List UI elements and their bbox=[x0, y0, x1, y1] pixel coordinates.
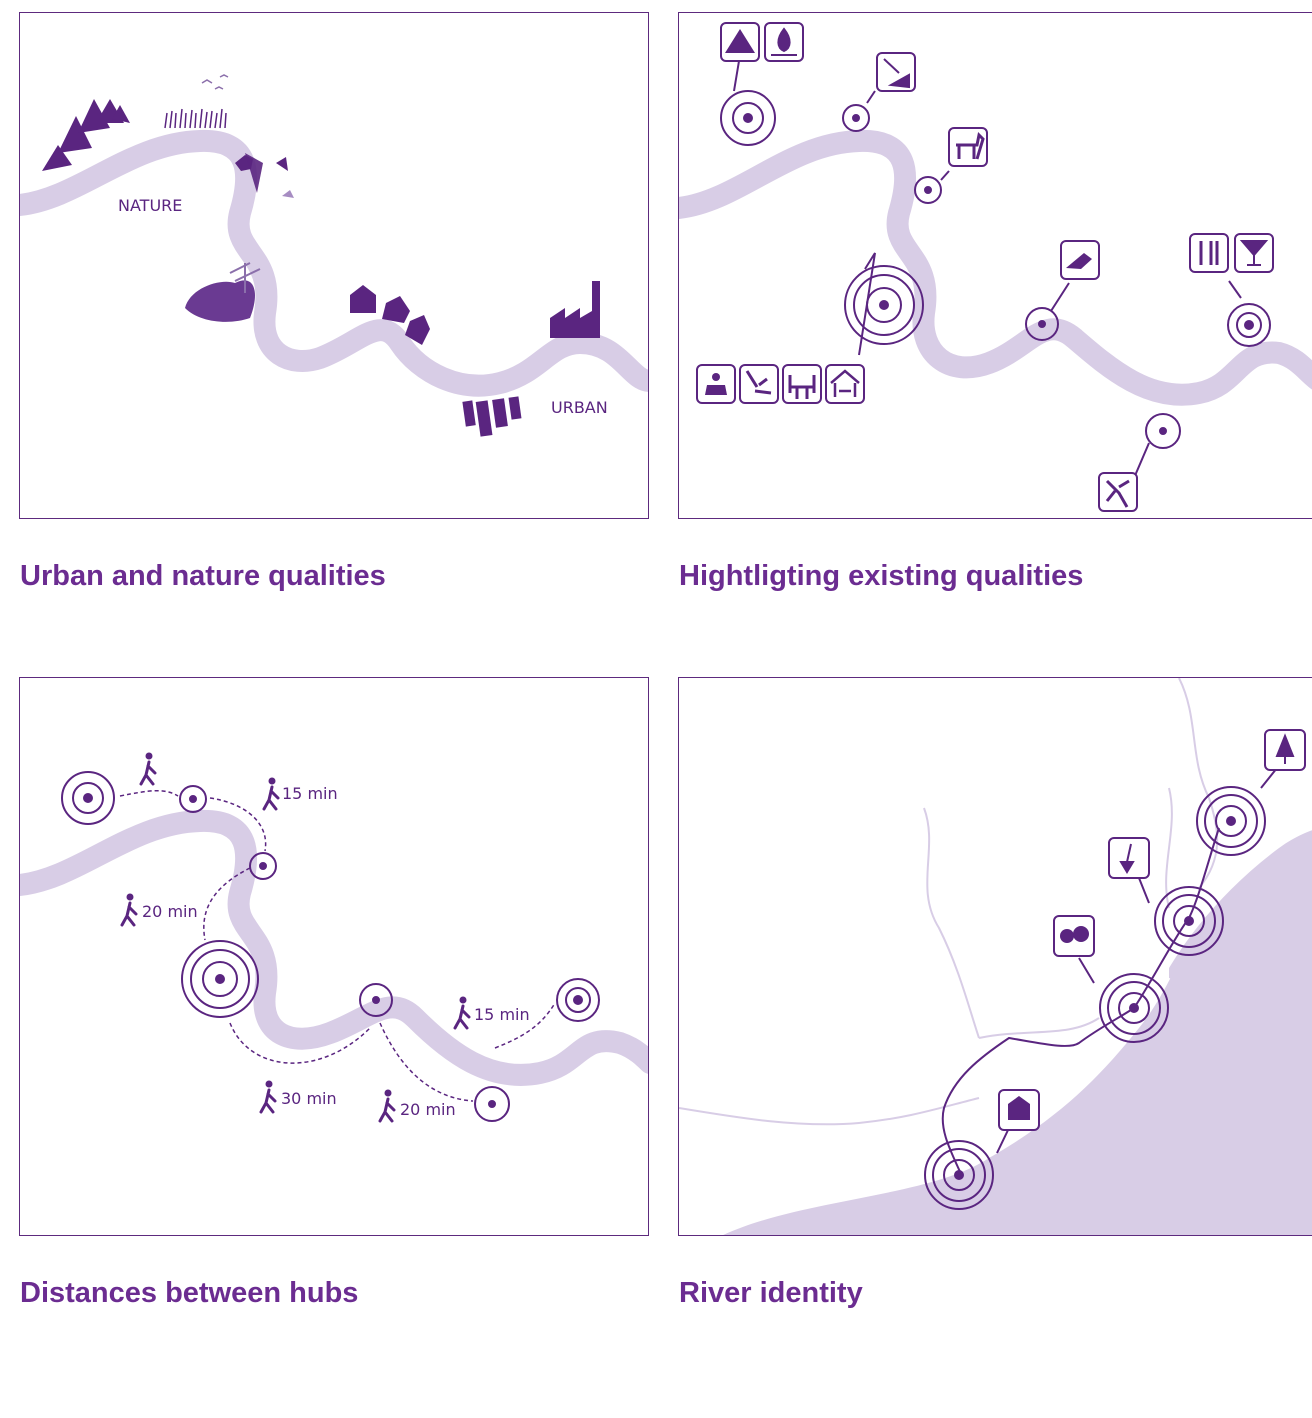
wildlife-icon bbox=[235, 153, 294, 198]
hub-large-icon bbox=[1099, 973, 1169, 1043]
nature-label: NATURE bbox=[118, 196, 182, 215]
cutlery-icon bbox=[1189, 233, 1229, 273]
cafe-table-icon bbox=[782, 364, 822, 404]
walking-person-icon bbox=[120, 893, 138, 927]
dancing-icon bbox=[1098, 472, 1138, 512]
river bbox=[20, 129, 648, 397]
caption-river-identity: River identity bbox=[679, 1277, 863, 1309]
hub-main-icon bbox=[844, 265, 924, 345]
city-buildings-icon bbox=[462, 396, 522, 437]
walking-person-icon bbox=[262, 777, 280, 811]
hub-small-icon bbox=[359, 983, 393, 1017]
sunbathing-icon bbox=[1060, 240, 1100, 280]
distances-map: 15 min 20 min 15 min 30 min 20 min bbox=[20, 752, 648, 1123]
hub-small-icon bbox=[474, 1086, 510, 1122]
river bbox=[20, 809, 648, 1086]
walk-time-label: 20 min bbox=[400, 1100, 456, 1119]
walking-person-icon bbox=[139, 752, 157, 786]
walk-time-label: 20 min bbox=[142, 902, 198, 921]
river-identity-map bbox=[679, 678, 1312, 1235]
hub-large-icon bbox=[1154, 886, 1224, 956]
panel-existing-qualities bbox=[678, 12, 1312, 519]
reading-icon bbox=[696, 364, 736, 404]
caption-existing-qualities: Hightligting existing qualities bbox=[679, 560, 1084, 592]
swing-icon bbox=[739, 364, 779, 404]
panel-urban-nature: NATURE URBAN bbox=[19, 12, 649, 519]
picnic-shelter-icon bbox=[825, 364, 865, 404]
deer-icon bbox=[948, 127, 988, 167]
vineyard-icon bbox=[185, 262, 261, 322]
hub-large-icon bbox=[1196, 786, 1266, 856]
hub-large-icon bbox=[720, 90, 776, 146]
walking-person-icon bbox=[259, 1080, 277, 1114]
house-icon bbox=[998, 1089, 1040, 1131]
hub-small-icon bbox=[249, 852, 277, 880]
walk-time-label: 30 min bbox=[281, 1089, 337, 1108]
hub-medium-icon bbox=[1227, 303, 1271, 347]
houses-icon bbox=[350, 285, 430, 345]
hub-medium-icon bbox=[61, 771, 115, 825]
birds-icon bbox=[201, 74, 229, 90]
factory-icon bbox=[550, 281, 600, 338]
panel-distances: 15 min 20 min 15 min 30 min 20 min bbox=[19, 677, 649, 1236]
hub-small-icon bbox=[1025, 307, 1059, 341]
tree-icon bbox=[1264, 729, 1306, 771]
hub-large-icon bbox=[924, 1140, 994, 1210]
caption-urban-nature: Urban and nature qualities bbox=[20, 560, 386, 592]
hub-main-icon bbox=[181, 940, 259, 1018]
caption-distances: Distances between hubs bbox=[20, 1277, 359, 1309]
hub-small-icon bbox=[914, 176, 942, 204]
hub-small-icon bbox=[842, 104, 870, 132]
panel-river-identity bbox=[678, 677, 1312, 1236]
water-body bbox=[723, 830, 1312, 1235]
river bbox=[679, 129, 1312, 406]
reeds-icon bbox=[164, 108, 227, 129]
hub-small-icon bbox=[179, 785, 207, 813]
existing-qualities-map bbox=[679, 22, 1312, 512]
fireworks-icon bbox=[1053, 915, 1095, 957]
fishing-icon bbox=[876, 52, 916, 92]
shovel-icon bbox=[1108, 837, 1150, 879]
walk-time-label: 15 min bbox=[282, 784, 338, 803]
cocktail-icon bbox=[1234, 233, 1274, 273]
urban-nature-map: NATURE URBAN bbox=[20, 74, 648, 437]
hub-small-icon bbox=[1145, 413, 1181, 449]
walking-routes bbox=[119, 790, 556, 1102]
pine-trees-icon bbox=[42, 99, 130, 171]
walk-time-label: 15 min bbox=[474, 1005, 530, 1024]
urban-label: URBAN bbox=[551, 398, 608, 417]
hub-medium-icon bbox=[556, 978, 600, 1022]
walking-person-icon bbox=[378, 1089, 396, 1123]
walking-person-icon bbox=[453, 996, 471, 1030]
tent-icon bbox=[720, 22, 760, 62]
campfire-icon bbox=[764, 22, 804, 62]
